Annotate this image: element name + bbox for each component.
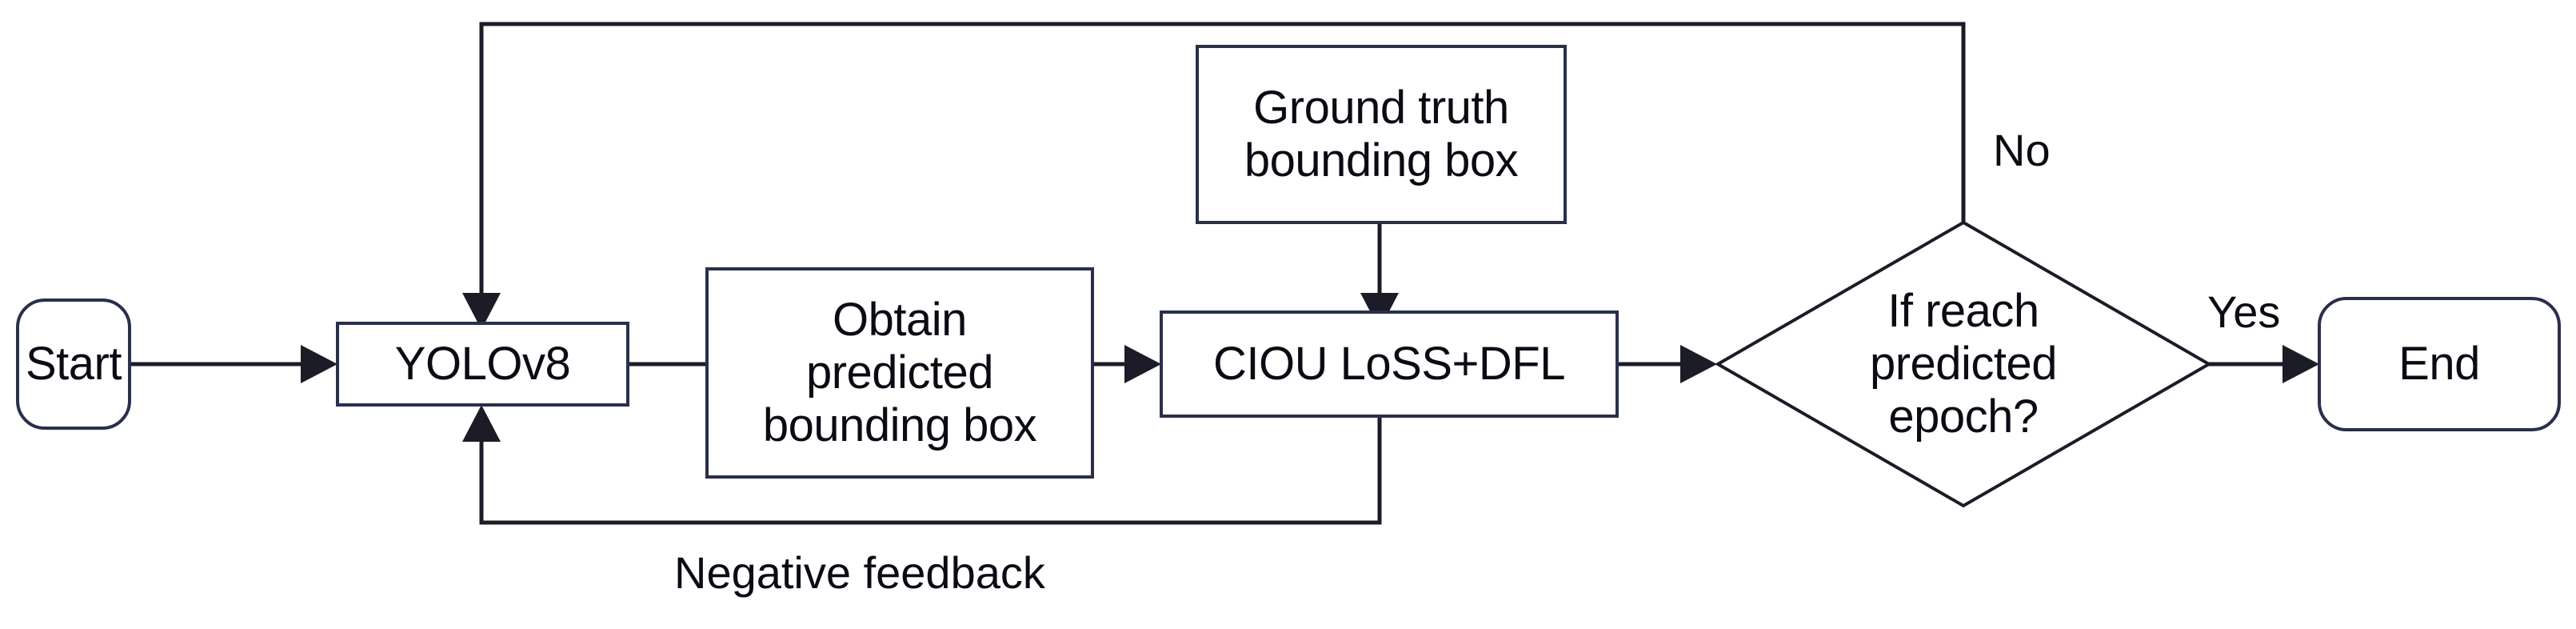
node-ciou-loss-dfl[interactable] [1160,310,1619,418]
node-yolov8[interactable] [336,322,629,407]
node-end[interactable] [2318,297,2561,431]
edge-decision-no-to-yolov8 [462,22,1966,330]
node-decision-if-reach-predicted-epoch[interactable] [1714,220,2213,508]
node-ground-truth-bounding-box[interactable] [1196,45,1567,224]
edge-loss-to-decision [1617,345,1717,383]
edge-start-to-yolov8 [130,345,337,383]
edge-obtain-to-loss [1092,345,1161,383]
node-obtain-predicted-bounding-box[interactable] [705,267,1094,479]
edge-loss-feedback-to-yolov8 [462,405,1382,525]
edge-decision-yes-to-end [2209,345,2319,383]
node-start[interactable] [16,298,131,430]
